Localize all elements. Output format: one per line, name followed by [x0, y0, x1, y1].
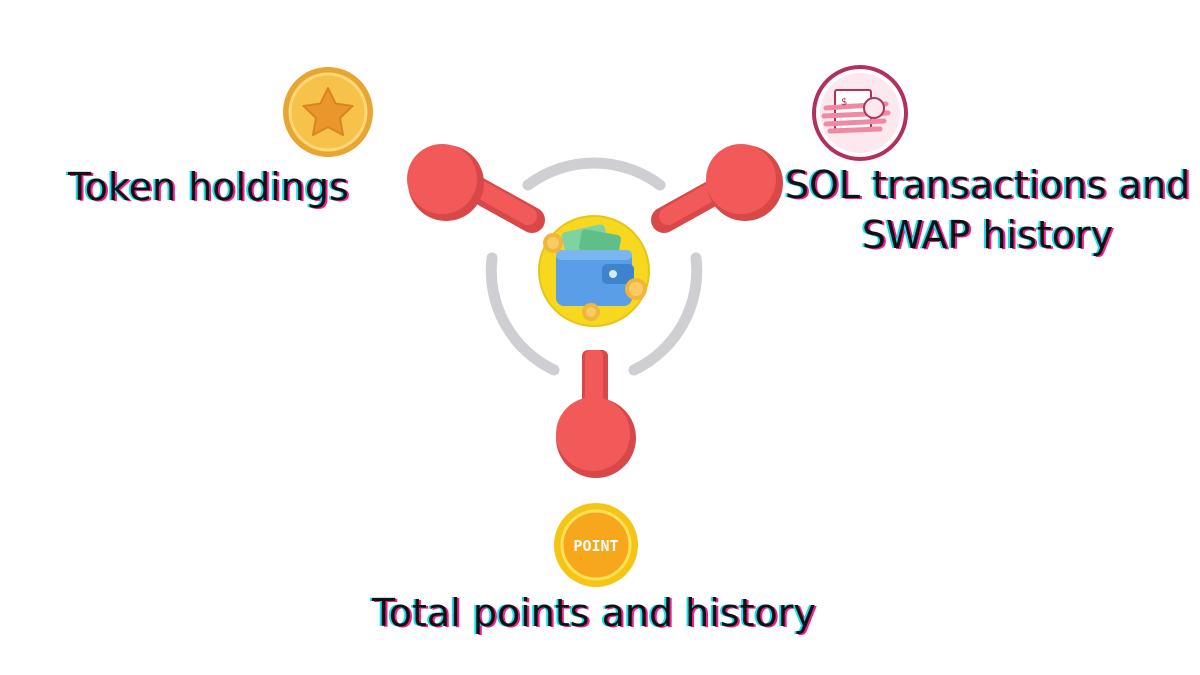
receipt-icon: $	[812, 65, 908, 161]
point-coin-label: POINT	[573, 537, 618, 555]
svg-text:$: $	[841, 97, 847, 108]
label-token-holdings: Token holdings	[68, 165, 349, 209]
label-total-points: Total points and history	[372, 591, 816, 635]
point-coin-icon: POINT	[554, 503, 638, 587]
pin-top-right	[651, 144, 783, 233]
label-sol-line1: SOL transactions and	[784, 163, 1191, 207]
label-sol-transactions: SOL transactions and SWAP history	[780, 160, 1195, 260]
ring-arc-left	[485, 252, 560, 376]
pin-top-left	[407, 144, 545, 233]
pin-bottom	[556, 350, 636, 478]
label-sol-line2: SWAP history	[861, 213, 1114, 258]
central-ring	[485, 157, 703, 376]
ring-arc-right	[628, 252, 703, 376]
wallet-icon	[538, 215, 650, 327]
star-coin-icon	[283, 67, 373, 157]
ring-arc-top	[522, 157, 666, 191]
